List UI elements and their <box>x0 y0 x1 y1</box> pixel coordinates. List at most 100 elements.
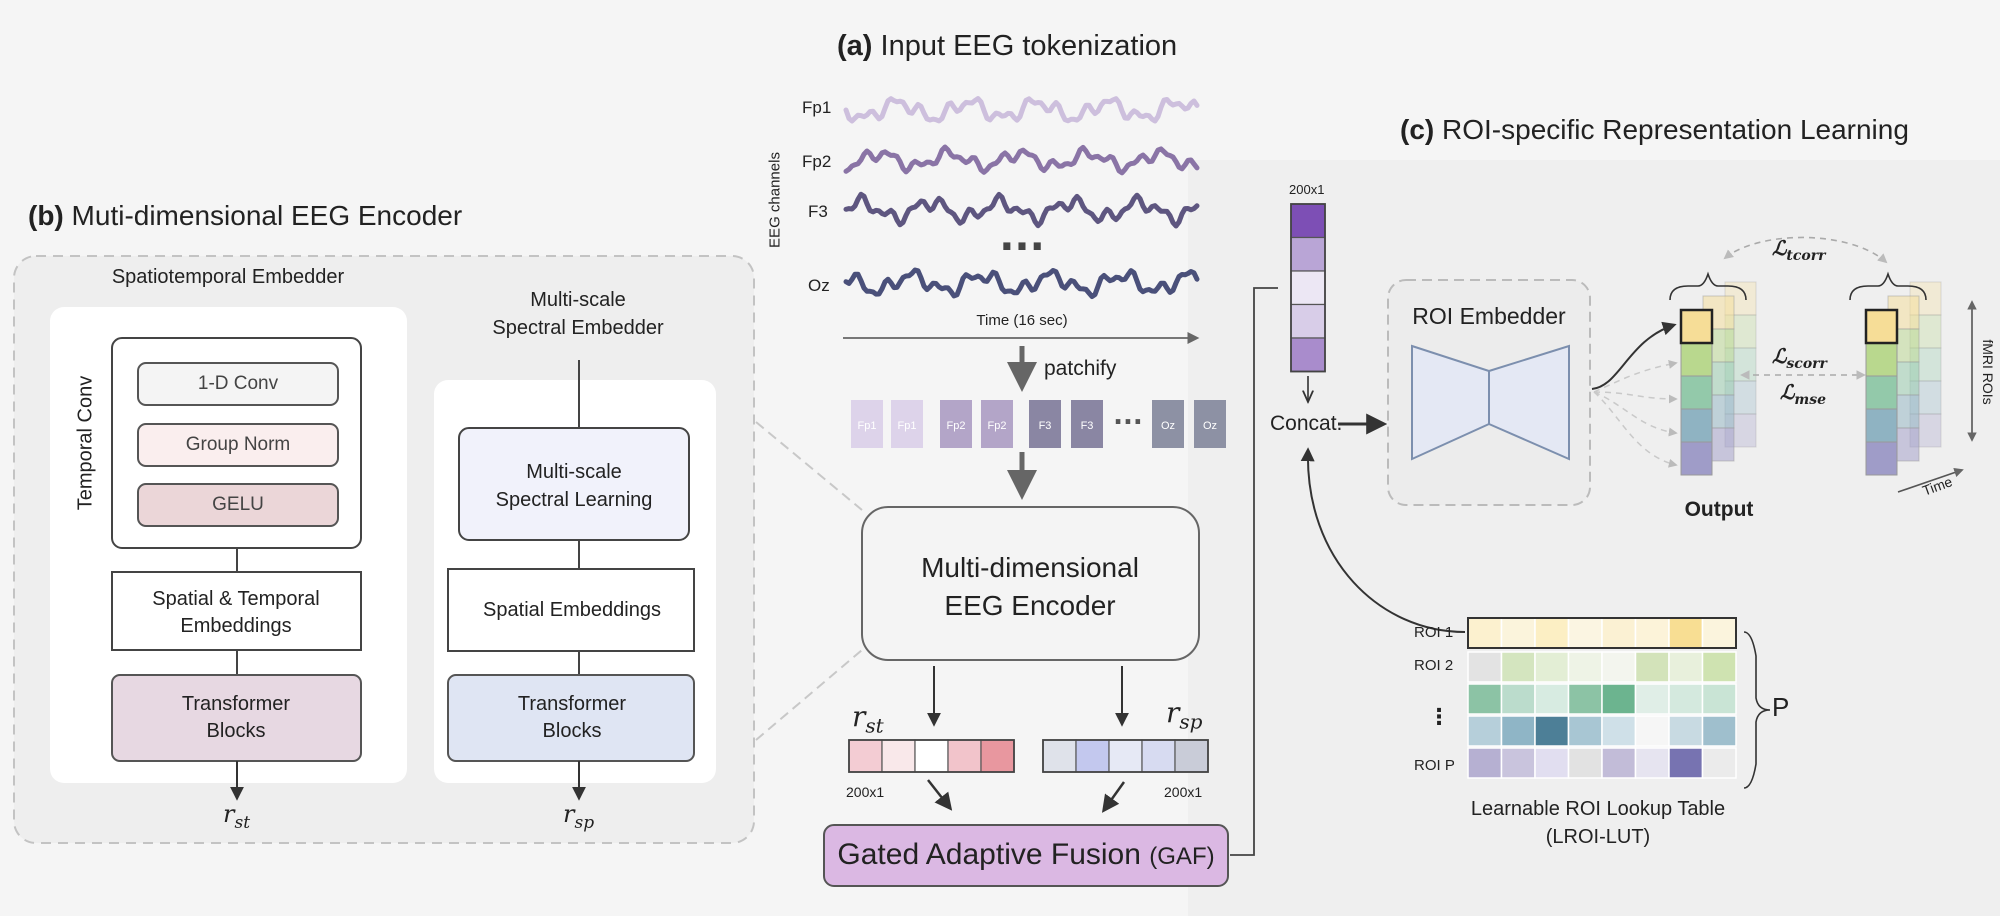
r-sp-size: 200x1 <box>1164 784 1203 800</box>
fmri-rois-label: fMRI ROIs <box>1980 339 1996 405</box>
lut-cell-r5-c8 <box>1701 747 1737 779</box>
r-sp-vector <box>1042 739 1209 773</box>
r-st-vector-cell-5 <box>980 739 1015 773</box>
panel-a-title: (a) Input EEG tokenization <box>837 30 1177 63</box>
loss-mse-label: ℒmse <box>1780 380 1827 408</box>
lut-cell-r5-c1 <box>1467 747 1503 779</box>
roi-output-layer0-cell-1 <box>1680 309 1713 344</box>
lut-cell-r4-c4 <box>1567 715 1603 747</box>
r-sp-vector-cell-4 <box>1141 739 1176 773</box>
panel-c-title: (c) ROI-specific Representation Learning <box>1400 114 1909 146</box>
r-st-vector-cell-2 <box>881 739 916 773</box>
lut-row-label-roi2: ROI 2 <box>1414 657 1454 674</box>
eeg-token-label-4: Fp2 <box>988 420 1007 432</box>
panel-b-letter: (b) <box>28 200 64 231</box>
r-st-vector-cell-4 <box>947 739 982 773</box>
encoder-box <box>861 506 1200 661</box>
lut-cell-r3-c8 <box>1701 683 1737 715</box>
gaf-label: Gated Adaptive Fusion (GAF) <box>837 838 1215 871</box>
r-sp-vector-cell-2 <box>1075 739 1110 773</box>
lut-cell-r5-c2 <box>1500 747 1536 779</box>
roi-output-stack <box>1679 281 1757 476</box>
sp-output-label: rsp <box>563 800 595 833</box>
temporal-conv-label: Temporal Conv <box>74 375 97 511</box>
lut-cell-r1-c1 <box>1467 617 1503 649</box>
eeg-ellipsis-mark: ··· <box>999 224 1045 270</box>
eeg-waveforms <box>843 96 1200 299</box>
eeg-token-label-2: Fp1 <box>898 420 917 432</box>
fmri-target-layer0-cell-2 <box>1865 342 1898 377</box>
panel-c-title-text: ROI-specific Representation Learning <box>1442 114 1909 145</box>
lut-cell-r2-c4 <box>1567 651 1603 683</box>
eeg-token-7 <box>1152 400 1184 448</box>
eeg-token-3 <box>940 400 972 448</box>
roi-embedder-label: ROI Embedder <box>1412 303 1566 329</box>
roi-embedder-decoder-shape <box>1488 344 1570 461</box>
lut-cell-r1-c7 <box>1668 617 1704 649</box>
zoom-line-top <box>755 421 863 511</box>
lut-cell-r3-c7 <box>1668 683 1704 715</box>
lut-cell-r2-c2 <box>1500 651 1536 683</box>
roi-vector-cell-4 <box>1290 303 1326 339</box>
roi-vector-cell-5 <box>1290 337 1326 373</box>
lut-row-label-roip: ROI P <box>1414 757 1455 774</box>
roi-lookup-table-grid <box>1467 617 1737 779</box>
lut-cell-r1-c3 <box>1534 617 1570 649</box>
channel-label-fp1: Fp1 <box>802 98 832 117</box>
r-st-label: rst <box>852 700 884 738</box>
eeg-token-6 <box>1071 400 1103 448</box>
r-sp-vector-cell-3 <box>1108 739 1143 773</box>
r-sp-vector-outline <box>1042 739 1209 773</box>
gelu-box <box>137 483 339 527</box>
r-sp-vector-cell-1 <box>1042 739 1077 773</box>
roi-output-layer0-cell-4 <box>1680 408 1713 443</box>
lut-cell-r4-c2 <box>1500 715 1536 747</box>
lut-cell-r2-c1 <box>1467 651 1503 683</box>
fmri-target-highlight <box>1864 308 1899 345</box>
lut-cell-r1-c2 <box>1500 617 1536 649</box>
lut-cell-r5-c3 <box>1534 747 1570 779</box>
eeg-wave-f3 <box>843 191 1200 229</box>
lut-roi1-highlight <box>1467 617 1737 649</box>
eeg-token-8 <box>1194 400 1226 448</box>
fmri-target-layer0-cell-3 <box>1865 375 1898 410</box>
r-st-vector <box>848 739 1015 773</box>
loss-scorr-label: ℒscorr <box>1772 344 1827 372</box>
lut-cell-r3-c2 <box>1500 683 1536 715</box>
r-st-vector-cell-3 <box>914 739 949 773</box>
lut-cell-r2-c8 <box>1701 651 1737 683</box>
gaf-box <box>823 824 1229 887</box>
lut-cell-r2-c3 <box>1534 651 1570 683</box>
eeg-time-label: Time (16 sec) <box>976 312 1068 329</box>
lut-row-label-ellipsis: ⋮ <box>1428 704 1450 729</box>
st-embeddings-label: Spatial & Temporal Embeddings <box>152 588 320 637</box>
gelu-label: GELU <box>212 494 264 515</box>
st-transformer-label: Transformer Blocks <box>181 693 291 742</box>
encoder-title-line1: Multi-dimensional <box>921 552 1139 583</box>
lut-caption: Learnable ROI Lookup Table (LROI-LUT) <box>1470 798 1726 848</box>
lut-cell-r4-c8 <box>1701 715 1737 747</box>
lut-cell-r5-c5 <box>1601 747 1637 779</box>
sp-transformer-box <box>447 674 695 762</box>
st-embeddings-box <box>111 571 362 651</box>
lut-cell-r4-c5 <box>1601 715 1637 747</box>
sp-transformer-label: Transformer Blocks <box>517 693 627 742</box>
fmri-target-layer0-cell-4 <box>1865 408 1898 443</box>
lut-cell-r1-c8 <box>1701 617 1737 649</box>
lut-p-label: P <box>1772 692 1790 722</box>
r-st-vector-cell-1 <box>848 739 883 773</box>
eeg-token-5 <box>1029 400 1061 448</box>
conv-1d-box <box>137 362 339 406</box>
lut-cell-r5-c6 <box>1634 747 1670 779</box>
lut-cell-r2-c6 <box>1634 651 1670 683</box>
eeg-token-label-1: Fp1 <box>858 420 877 432</box>
eeg-token-1 <box>851 400 883 448</box>
lut-cell-r3-c4 <box>1567 683 1603 715</box>
conv-1d-label: 1-D Conv <box>197 373 279 394</box>
panel-b-title-text: Muti-dimensional EEG Encoder <box>71 200 463 231</box>
spectral-learning-label: Multi-scale Spectral Learning <box>495 461 653 511</box>
roi-output-layer0-cell-2 <box>1680 342 1713 377</box>
lut-cell-r3-c5 <box>1601 683 1637 715</box>
lut-cell-r4-c6 <box>1634 715 1670 747</box>
